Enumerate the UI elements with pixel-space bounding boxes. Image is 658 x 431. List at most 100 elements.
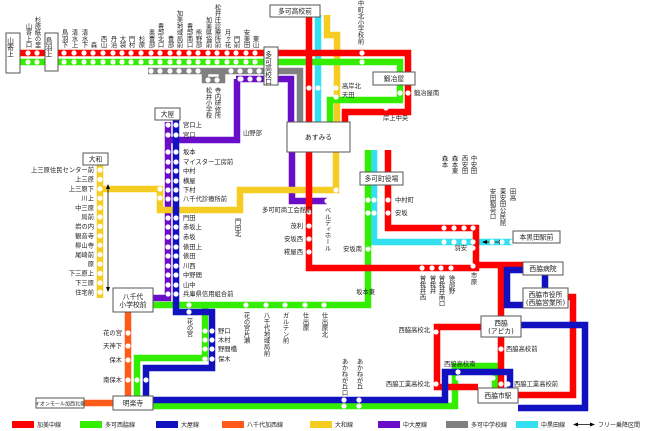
station-label[interactable]: 八千代地域局前 — [263, 312, 270, 357]
station-label[interactable]: 大袋 — [119, 34, 126, 49]
station-label[interactable]: 清水上 — [71, 28, 78, 49]
hub-takakokoguchi[interactable]: 多可高校口 — [263, 46, 279, 86]
station-label[interactable]: 天神下 — [103, 341, 122, 350]
station-label[interactable]: 安楽田 — [243, 28, 250, 50]
station-label[interactable]: 坂本 — [183, 147, 196, 156]
station-label[interactable]: 坂本東 — [356, 287, 376, 296]
station-label[interactable]: 東山 — [252, 34, 259, 49]
station-label[interactable]: 安田稲荷口 — [489, 187, 496, 220]
station-label[interactable]: 宮口上 — [183, 120, 202, 129]
station-label[interactable]: 市原 — [470, 271, 477, 285]
station-label[interactable]: 仕出原 — [302, 311, 309, 332]
station-label[interactable]: 西脇高校北 — [399, 325, 431, 334]
station-label[interactable]: 山寄上口 — [25, 21, 32, 48]
hub-honkuroda[interactable]: 本黒田駅前 — [512, 230, 561, 244]
hub-takakokomae[interactable]: 多可高校前 — [269, 4, 321, 18]
station-label[interactable]: 森 — [90, 40, 97, 49]
station-label[interactable]: マイスター工房前 — [183, 157, 233, 166]
station-label[interactable]: 杉原紙の里 — [34, 15, 41, 48]
station-label[interactable]: 加美地域局前 — [176, 9, 183, 49]
station-label[interactable]: 中町北小学校前 — [357, 0, 364, 45]
station-label[interactable]: 清水下 — [81, 28, 88, 50]
station-label[interactable]: 寺内研修所 — [214, 87, 221, 120]
station-label[interactable]: 西脇高校南 — [444, 359, 475, 368]
station-label[interactable]: 杉原 — [138, 34, 145, 48]
station-label[interactable]: 曽我井南口 — [438, 274, 445, 307]
station-label[interactable]: 宮口 — [183, 130, 196, 139]
station-label[interactable]: 岸上中央 — [383, 113, 409, 122]
hub-asumiru[interactable]: あすみる — [286, 121, 351, 153]
station-label[interactable]: 月ヶ花 — [224, 29, 231, 50]
station-label[interactable]: 上三原下 — [69, 184, 94, 193]
station-label[interactable]: 丹治 — [110, 35, 117, 49]
station-label[interactable]: 豊部南口 — [186, 21, 193, 48]
station-label[interactable]: ガルテン前 — [282, 312, 289, 345]
station-label[interactable]: 徳部野 — [448, 274, 455, 295]
hub-cityhall[interactable]: 西脇市役所(西脇営業所) — [522, 287, 569, 309]
station-label[interactable]: 豊部北口 — [157, 21, 164, 48]
station-label[interactable]: 西脇高校前 — [506, 344, 537, 353]
station-label[interactable]: 中村町 — [395, 195, 415, 204]
station-label[interactable]: 赤坂 — [183, 232, 196, 241]
station-label[interactable]: 安坂 — [395, 208, 408, 217]
station-label[interactable]: 多可町商工会館前 — [262, 205, 312, 214]
station-label[interactable]: 鍛冶屋南 — [414, 88, 439, 97]
station-label[interactable]: 川西 — [183, 262, 196, 270]
station-label[interactable]: 奥豊部 — [148, 28, 155, 50]
station-label[interactable]: 豊部 — [167, 34, 174, 49]
station-label[interactable]: ベルディホール — [324, 207, 331, 251]
station-label[interactable]: 西脇工業高校北 — [386, 379, 431, 388]
hub-apika[interactable]: 西脇(アピカ) — [480, 315, 522, 338]
station-label[interactable]: 曽我井 — [429, 274, 436, 296]
station-label[interactable]: 上三原 — [75, 175, 94, 184]
station-label[interactable]: 安坂西 — [284, 234, 303, 243]
station-label[interactable]: 花の宮片瀬 — [243, 311, 250, 345]
station-label[interactable]: 野間橋 — [218, 344, 238, 353]
station-label[interactable]: 原 — [88, 260, 94, 268]
station-label[interactable]: 東安田公民館 — [499, 187, 506, 227]
station-label[interactable]: 中安田 — [470, 154, 477, 176]
station-label[interactable]: 兵庫県信用組合前 — [183, 289, 233, 298]
station-label[interactable]: 花の宮 — [186, 317, 193, 339]
station-label[interactable]: 下村 — [183, 185, 196, 194]
station-label[interactable]: 上三原住民センター前 — [31, 165, 94, 174]
station-label[interactable]: 南保木 — [103, 375, 123, 384]
station-label[interactable]: 天田 — [342, 91, 355, 99]
station-label[interactable]: 柳山寺 — [75, 240, 94, 249]
hub-nishiwaki_hosp[interactable]: 西脇病院 — [522, 261, 564, 276]
station-label[interactable]: 西脇工業高校前 — [514, 379, 558, 388]
station-label[interactable]: 高岸北 — [342, 81, 362, 90]
station-label[interactable]: 八千代診療所前 — [183, 194, 227, 203]
station-label[interactable]: 俵田 — [183, 251, 196, 260]
station-label[interactable]: 森本 — [441, 154, 448, 169]
station-label[interactable]: 赤坂上 — [183, 222, 202, 231]
station-label[interactable]: 森本東 — [451, 154, 458, 176]
station-label[interactable]: 花の宮 — [103, 328, 122, 337]
station-label[interactable]: 安坂南 — [343, 244, 362, 253]
station-label[interactable]: 中村 — [183, 166, 196, 175]
station-label[interactable]: 観音寺 — [75, 231, 94, 240]
station-label[interactable]: 俵田上 — [183, 242, 202, 251]
station-label[interactable]: 松井庄診療所前 — [214, 2, 221, 49]
station-label[interactable]: 熊野部 — [195, 28, 202, 50]
station-label[interactable]: 田高 — [509, 188, 516, 202]
station-label[interactable]: 仕出原北 — [321, 311, 328, 339]
station-label[interactable]: 松井小学校 — [205, 86, 212, 120]
station-label[interactable]: 山中 — [183, 280, 196, 289]
station-label[interactable]: あかねが丘口 — [341, 358, 348, 396]
hub-takacho[interactable]: 多可町役場 — [359, 171, 404, 186]
station-label[interactable]: 局前 — [81, 212, 94, 221]
station-label[interactable]: 下三原 — [75, 279, 94, 287]
station-label[interactable]: あかねが丘 — [356, 358, 363, 390]
station-label[interactable]: 保木 — [109, 355, 122, 364]
station-label[interactable]: 西安田 — [461, 155, 468, 176]
station-label[interactable]: 曽我井西 — [419, 274, 426, 302]
station-label[interactable]: 茂利 — [290, 221, 303, 230]
station-label[interactable]: 下三原上 — [69, 269, 94, 278]
station-label[interactable]: 野口 — [218, 327, 231, 335]
station-label[interactable]: 鳥羽下 — [61, 28, 68, 50]
station-label[interactable]: 川上 — [81, 193, 94, 202]
station-label[interactable]: 岩の内 — [75, 222, 94, 231]
station-label[interactable]: 門前 — [233, 35, 240, 49]
hub-yamayoseue[interactable]: 山寄上 — [5, 32, 21, 74]
